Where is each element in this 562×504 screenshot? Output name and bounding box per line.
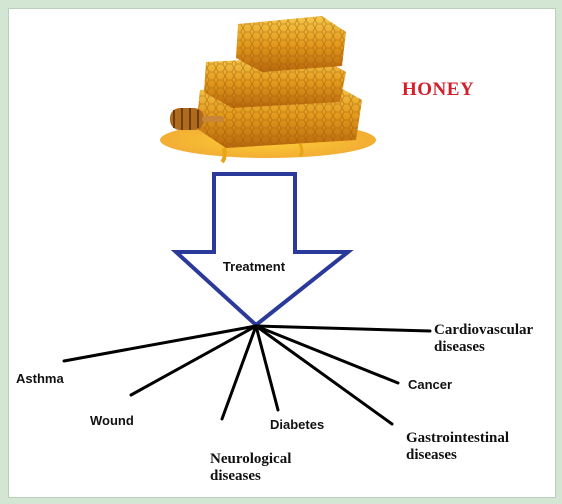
radiating-lines: [62, 324, 432, 426]
line-neurological: [220, 324, 258, 421]
honey-dipper: [170, 108, 224, 130]
line-wound: [129, 324, 258, 397]
arrow-label-treatment: Treatment: [222, 259, 286, 274]
line-asthma: [62, 324, 258, 363]
line-cardiovascular: [254, 324, 432, 333]
treatment-arrow: [170, 172, 354, 328]
line-cancer: [254, 324, 400, 385]
label-asthma: Asthma: [16, 371, 64, 386]
label-cancer: Cancer: [408, 377, 453, 392]
title-honey: HONEY: [402, 79, 475, 100]
label-wound: Wound: [90, 413, 134, 428]
honeycomb-illustration: [160, 16, 376, 164]
line-gastrointestinal: [254, 324, 394, 426]
line-diabetes: [254, 324, 280, 412]
label-diabetes: Diabetes: [270, 417, 325, 432]
